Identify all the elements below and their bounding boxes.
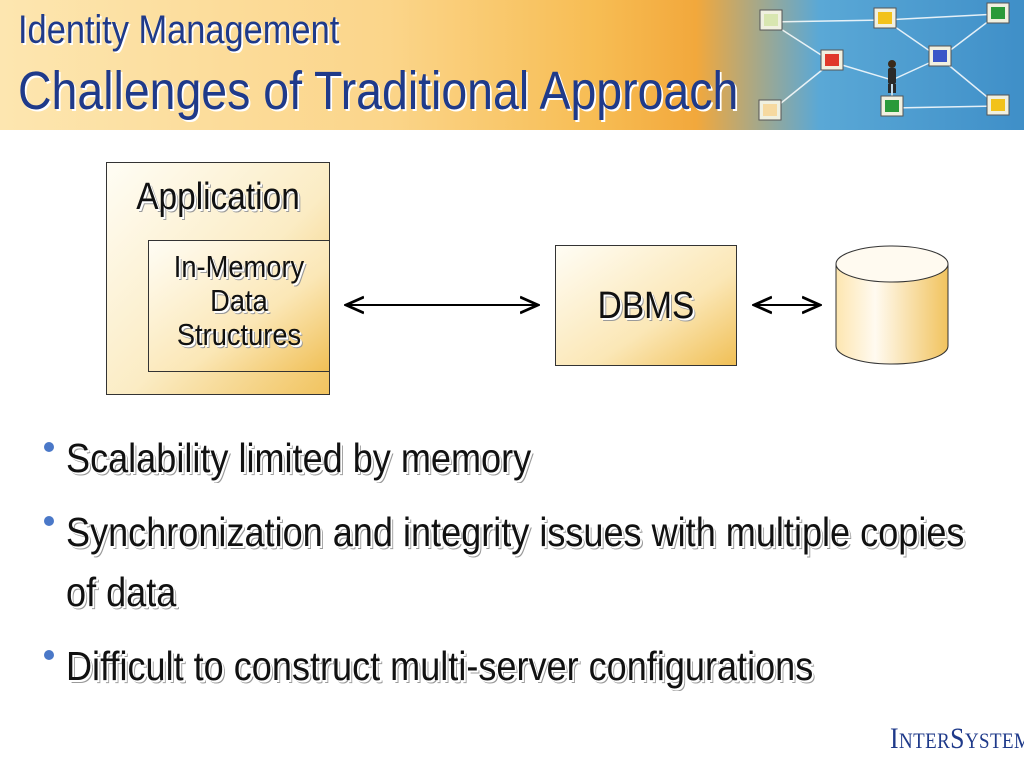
monitor-icon (880, 95, 904, 117)
bullet-list: Scalability limited by memory Synchroniz… (40, 428, 1000, 710)
in-memory-label: In-Memory Data Structures (159, 250, 319, 352)
monitor-icon (758, 99, 782, 121)
list-item: Difficult to construct multi-server conf… (40, 636, 1000, 696)
monitor-icon (759, 9, 783, 31)
header-banner: Identity Management Challenges of Tradit… (0, 0, 1024, 130)
bullet-text: Synchronization and integrity issues wit… (66, 509, 965, 615)
person-icon (888, 60, 896, 93)
in-memory-label-line: In-Memory (173, 249, 305, 284)
in-memory-label-line: Structures (176, 317, 302, 352)
company-logo: INTERSYSTEMS (890, 722, 1024, 755)
bullet-icon (44, 516, 54, 526)
list-item: Scalability limited by memory (40, 428, 1000, 488)
architecture-diagram: Application In-Memory Data Structures DB… (0, 140, 1024, 410)
in-memory-box (148, 240, 330, 372)
bullet-icon (44, 650, 54, 660)
bullet-text: Scalability limited by memory (66, 435, 532, 481)
list-item: Synchronization and integrity issues wit… (40, 502, 1000, 622)
page-title: Identity Management (18, 8, 340, 52)
monitor-icon (928, 45, 952, 67)
bullet-icon (44, 442, 54, 452)
bullet-text: Difficult to construct multi-server conf… (66, 643, 814, 689)
monitor-icon (820, 49, 844, 71)
page-subtitle: Challenges of Traditional Approach (18, 61, 739, 121)
monitor-icon (986, 2, 1010, 24)
dbms-label: DBMS (597, 285, 695, 327)
dbms-box (555, 245, 737, 366)
application-label: Application (136, 176, 300, 218)
database-cylinder-icon (835, 245, 949, 365)
diagram-shapes (106, 162, 949, 395)
monitor-icon (873, 7, 897, 29)
network-graphic (758, 2, 1010, 121)
in-memory-label-line: Data (210, 283, 268, 318)
monitor-icon (986, 94, 1010, 116)
